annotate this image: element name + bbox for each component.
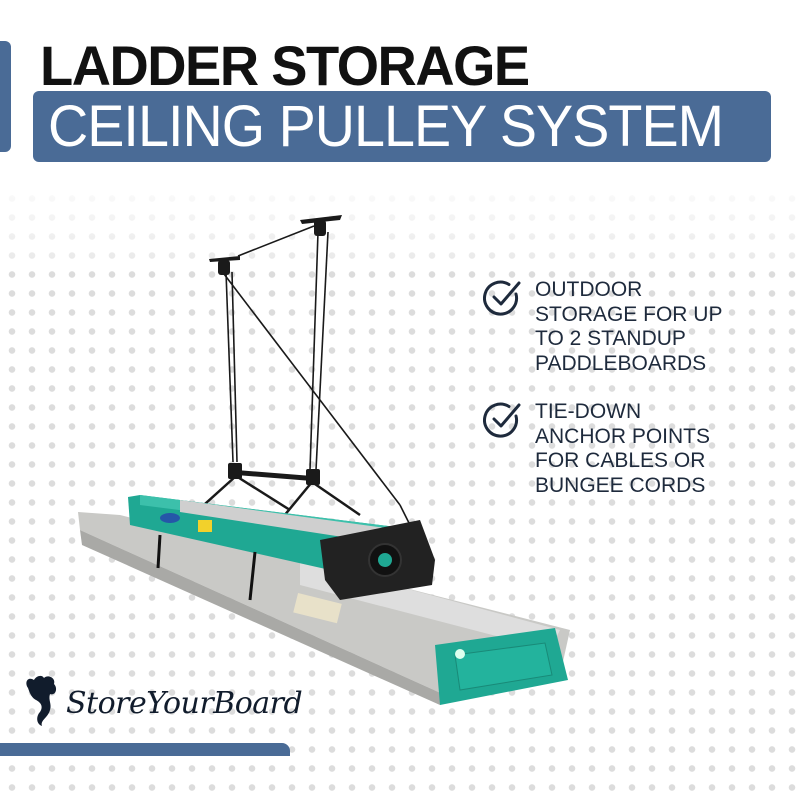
- bottom-accent-bar: [0, 743, 290, 756]
- feature-line: OUTDOOR: [535, 278, 643, 301]
- feature-line: ANCHOR POINTS: [535, 424, 711, 448]
- feature-line: FOR CABLES OR: [535, 449, 706, 472]
- feature-text: TIE-DOWN ANCHOR POINTS FOR CABLES OR BUN…: [535, 400, 710, 498]
- left-accent-tab: [0, 41, 11, 152]
- check-circle-icon: [483, 402, 521, 438]
- feature-line: PADDLEBOARDS: [535, 351, 707, 375]
- feature-line: TIE-DOWN: [535, 400, 642, 423]
- dot-pattern-background: [0, 185, 800, 800]
- feature-line: BUNGEE CORDS: [535, 473, 706, 497]
- title-banner: [33, 91, 771, 162]
- feature-line: TO 2 STANDUP: [535, 327, 686, 350]
- check-circle-icon: [483, 280, 521, 316]
- feature-text: OUTDOOR STORAGE FOR UP TO 2 STANDUP PADD…: [535, 278, 722, 376]
- dot-pattern-fade: [0, 170, 800, 260]
- feature-item: OUTDOOR STORAGE FOR UP TO 2 STANDUP PADD…: [483, 278, 722, 376]
- brand-logo: StoreYourBoard: [22, 674, 303, 732]
- title-line-1: LADDER STORAGE: [40, 34, 530, 97]
- brand-name: StoreYourBoard: [66, 685, 303, 721]
- ceiling-bracket-icon: [209, 215, 342, 275]
- title-line-2: CEILING PULLEY SYSTEM: [48, 94, 724, 159]
- seahorse-logo-icon: [26, 675, 57, 726]
- feature-line: STORAGE FOR UP: [535, 302, 723, 326]
- feature-item: TIE-DOWN ANCHOR POINTS FOR CABLES OR BUN…: [483, 400, 710, 498]
